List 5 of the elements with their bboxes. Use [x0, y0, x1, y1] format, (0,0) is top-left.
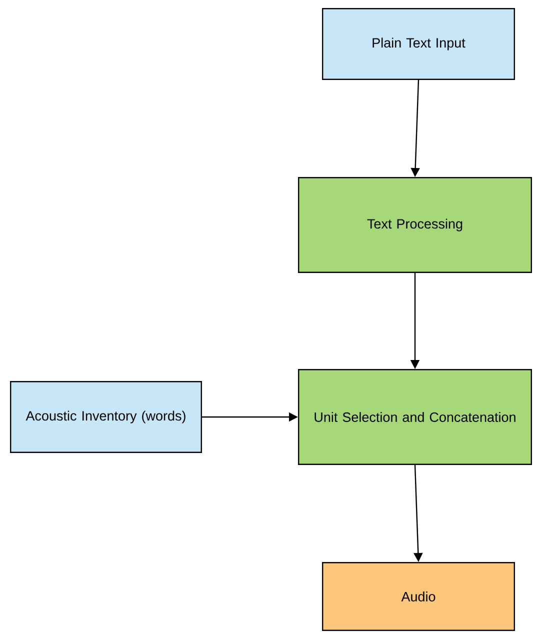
inventory-box: Acoustic Inventory (words) [10, 381, 202, 453]
process-box: Unit Selection and Concatenation [298, 369, 532, 465]
input-box: Plain Text Input [322, 8, 515, 80]
process-box: Text Processing [298, 177, 532, 273]
output-box: Audio [322, 562, 515, 631]
